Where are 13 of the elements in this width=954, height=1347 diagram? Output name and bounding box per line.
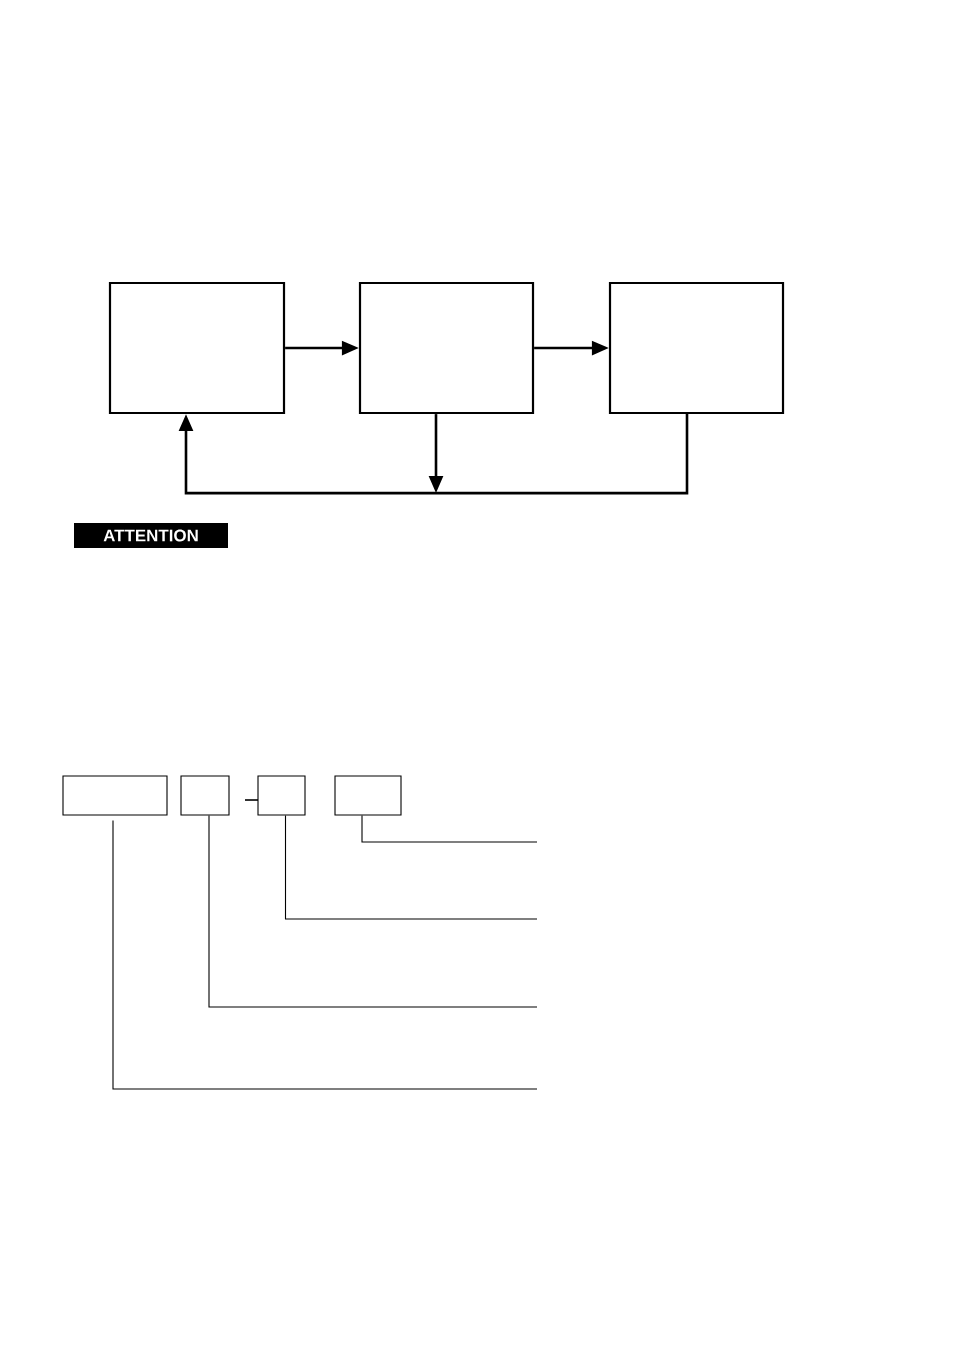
leader-line [208, 815, 538, 1008]
leader-line [284, 815, 538, 920]
code-box [62, 775, 168, 816]
leader-line [361, 815, 538, 843]
leader-line [112, 820, 538, 1090]
process-box [358, 281, 535, 415]
code-box [180, 775, 230, 816]
process-box [608, 281, 785, 415]
process-box [108, 281, 286, 415]
code-box [334, 775, 402, 816]
arrow [178, 414, 689, 495]
attention-label: ATTENTION [74, 523, 228, 548]
code-box [257, 775, 306, 816]
